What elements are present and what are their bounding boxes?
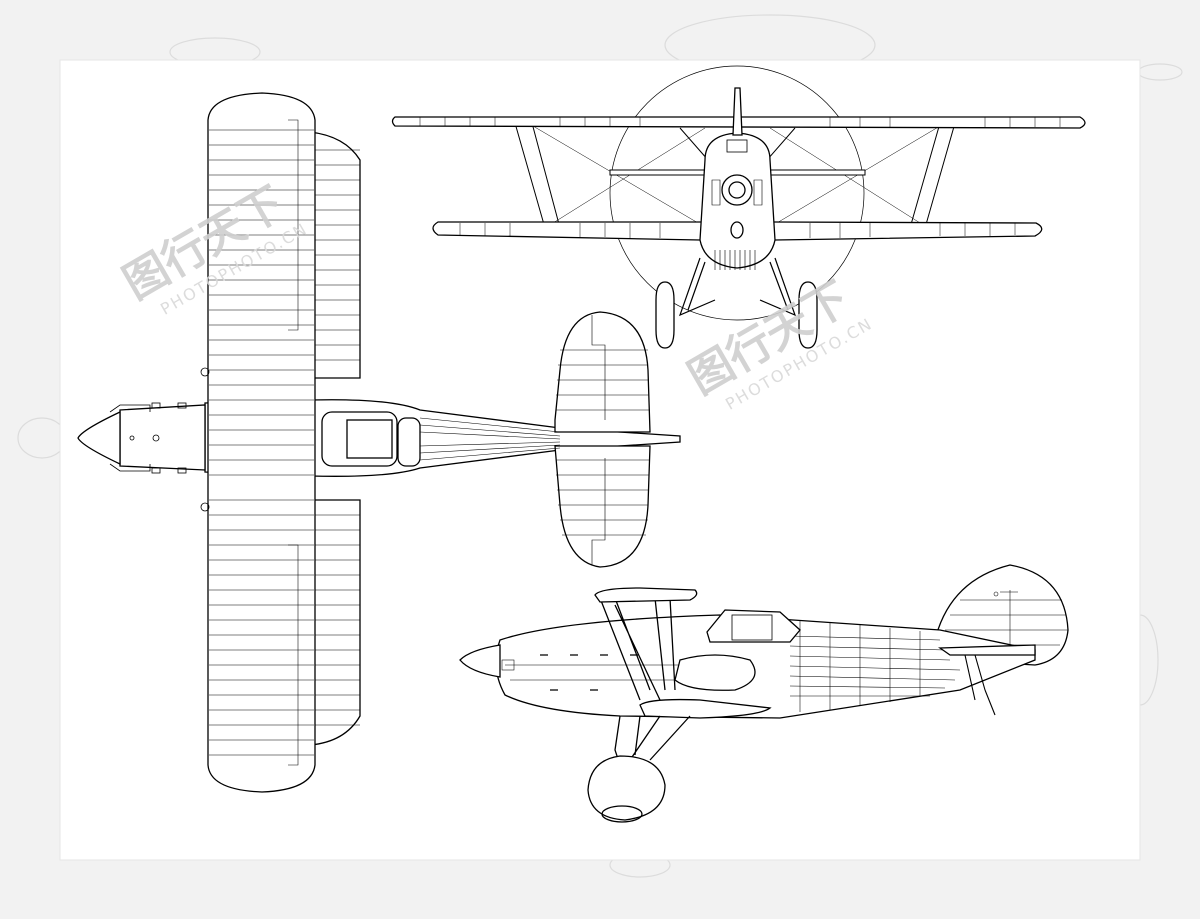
top-view-upper-wing [207,92,316,793]
side-view-canopy [706,609,801,643]
side-view-upper-wing [594,587,698,603]
front-view-propeller-disc [609,65,865,321]
side-view [459,564,1069,823]
top-view-cowling [119,404,206,471]
top-view-wing-ribs [209,119,360,766]
front-view-right-wheel [798,281,818,349]
front-view-left-wheel [655,281,675,349]
top-view [77,92,681,793]
side-view-lower-wing [639,698,772,719]
top-view-tailplane [554,311,651,568]
side-view-spinner [459,644,501,678]
side-view-wheel-spat [587,755,666,821]
front-view [391,65,1086,349]
top-view-spinner [77,410,121,466]
